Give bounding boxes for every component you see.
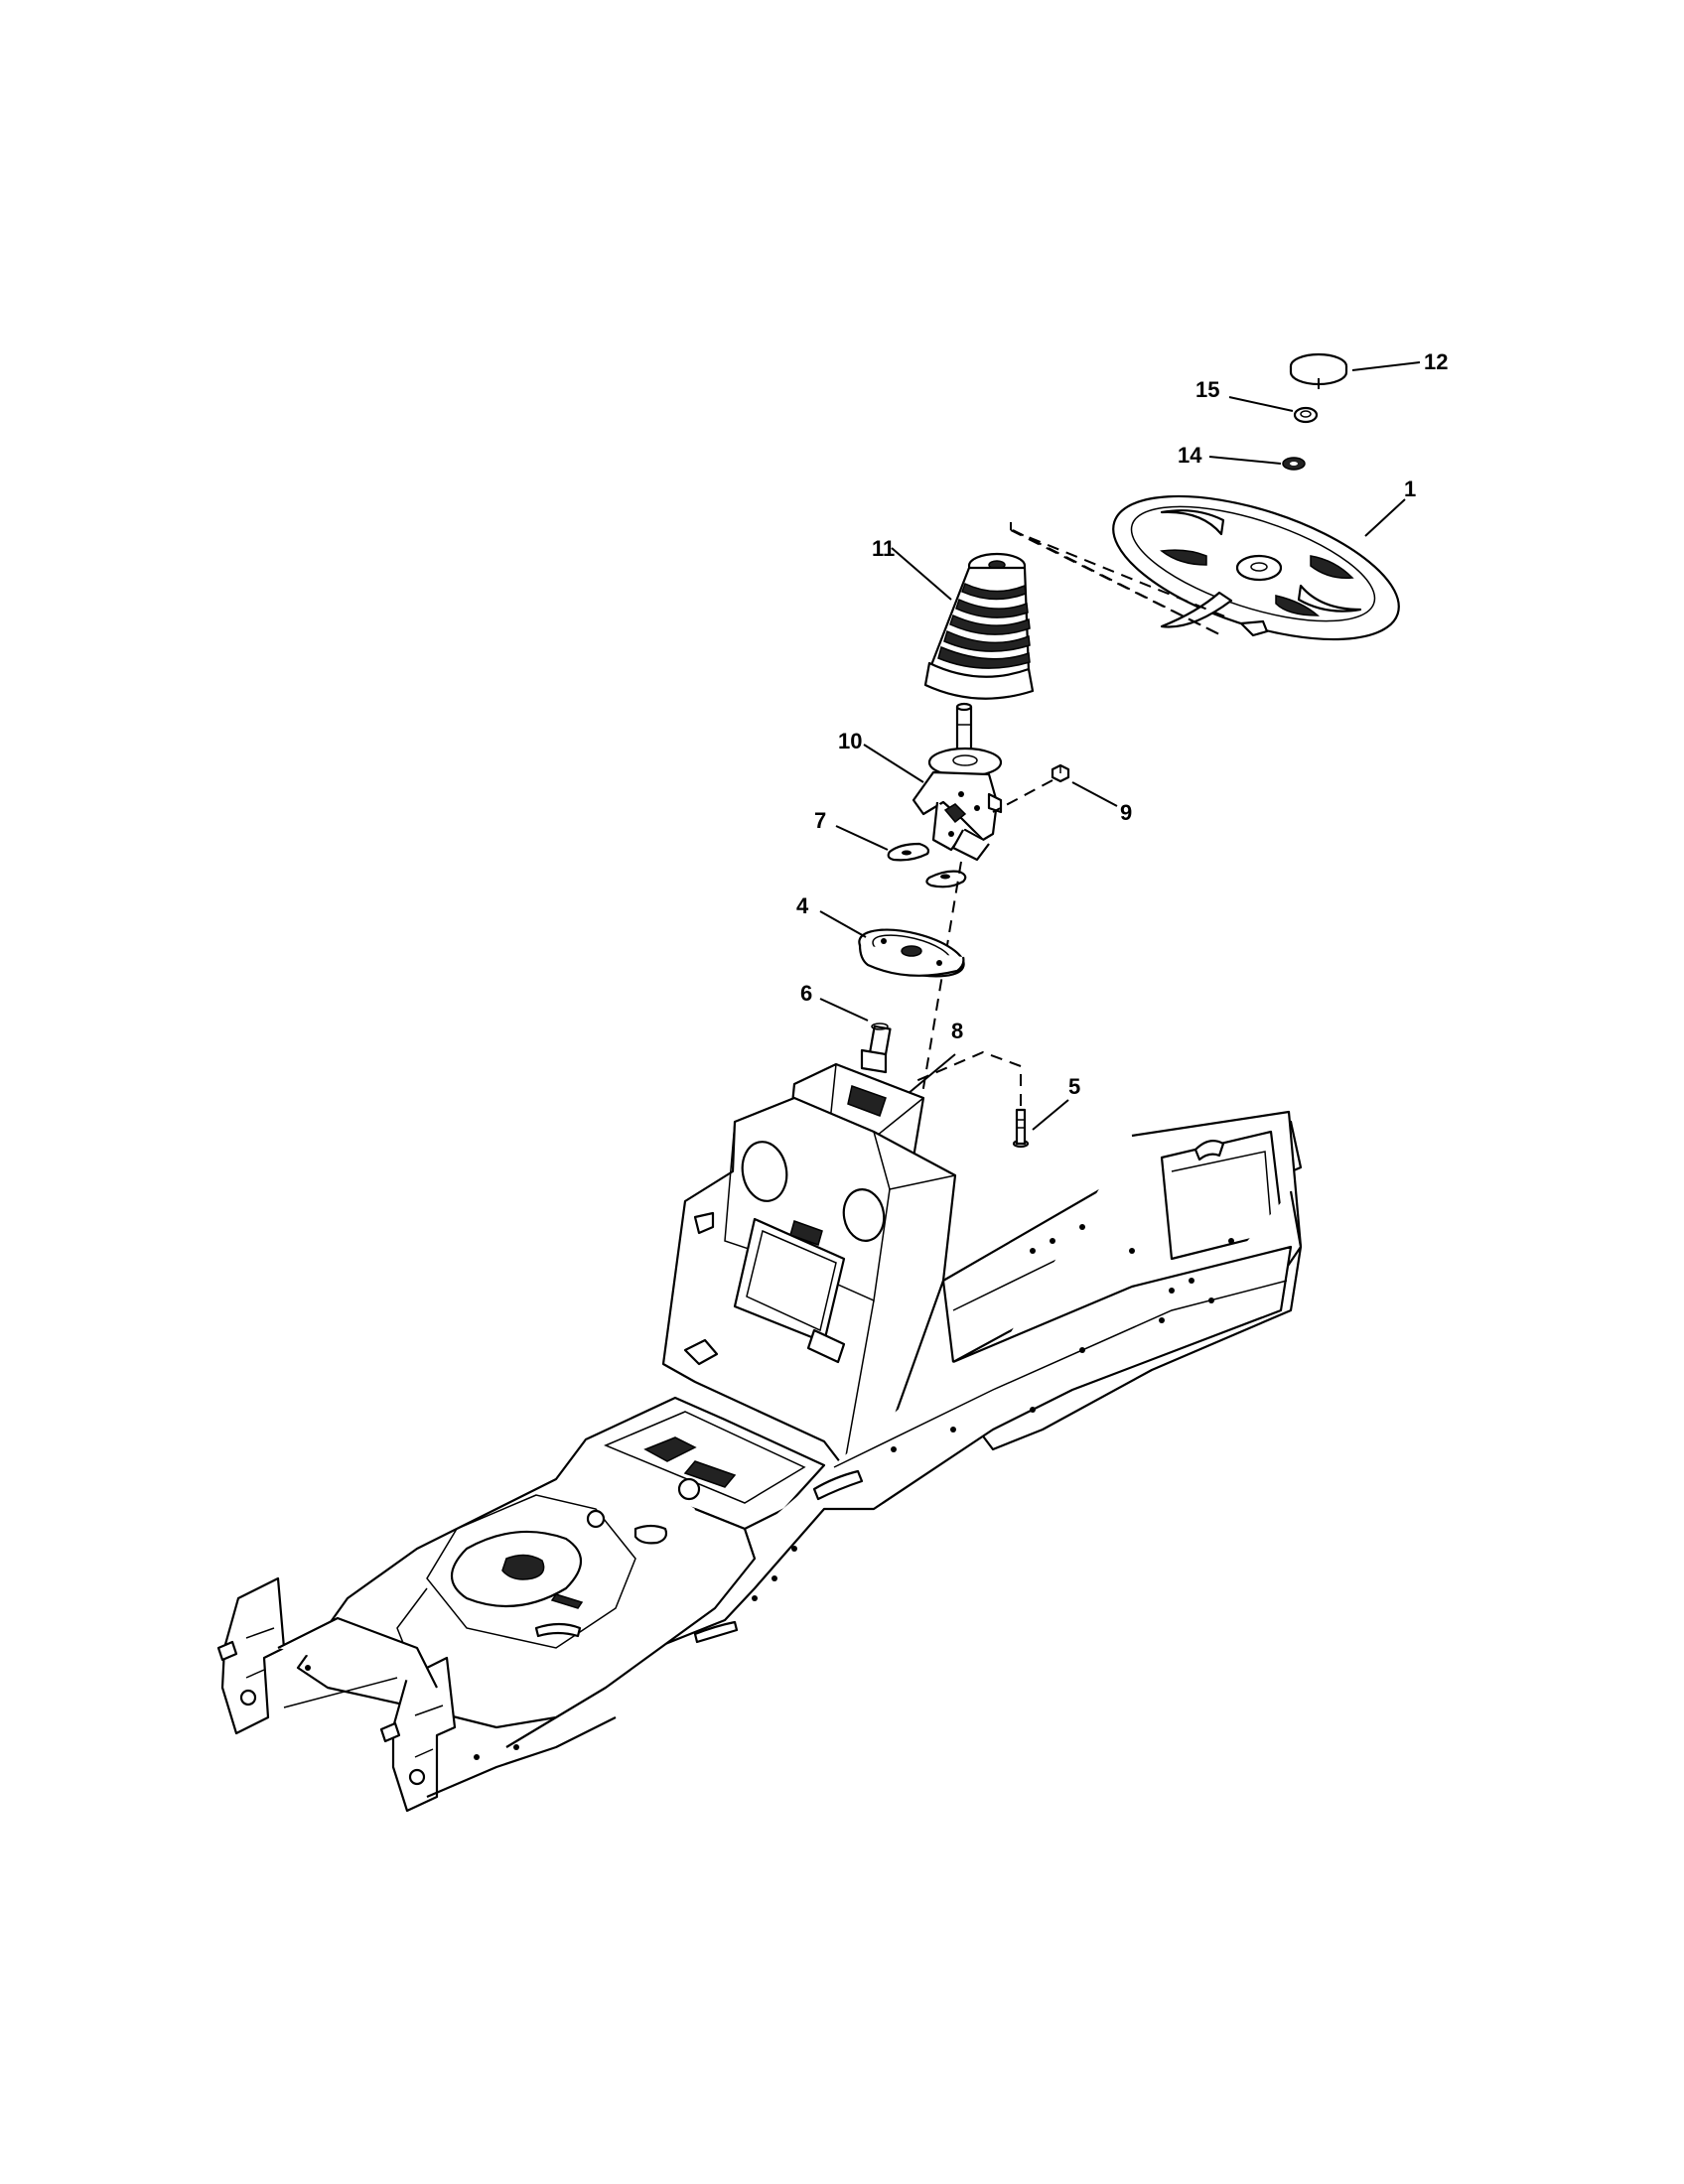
callout-15: 15: [1195, 377, 1219, 402]
part-10-steering-gear: [912, 747, 1003, 862]
leader-7: [835, 825, 889, 851]
callout-8: 8: [951, 1019, 963, 1043]
part-9-nut: [1051, 763, 1070, 783]
part-1-steering-wheel: [1112, 494, 1400, 641]
part-12-cap: [1289, 352, 1348, 389]
assembly-line-5: [912, 1050, 1022, 1106]
leader-1: [1364, 498, 1406, 537]
part-4-flange: [858, 928, 965, 978]
part-5-bolt: [1012, 1108, 1030, 1149]
callout-10: 10: [838, 729, 862, 753]
leader-10: [863, 744, 924, 783]
steering-shaft: [955, 702, 973, 752]
leader-9: [1071, 781, 1118, 807]
leader-6: [819, 998, 869, 1022]
assembly-line-wheel: [1010, 522, 1228, 636]
part-11-bellows-boot: [923, 552, 1035, 700]
callout-4: 4: [796, 893, 809, 918]
leader-11: [891, 547, 952, 601]
leader-5: [1032, 1099, 1069, 1131]
callout-5: 5: [1068, 1074, 1080, 1099]
assembly-line-column: [918, 861, 962, 1113]
callout-12: 12: [1424, 349, 1448, 374]
column-plate: [925, 870, 967, 888]
leader-12: [1351, 361, 1421, 371]
leader-15: [1228, 396, 1294, 412]
leader-14: [1208, 456, 1282, 465]
part-6-bolt: [860, 1023, 892, 1074]
tractor-frame: [216, 1062, 1303, 1813]
part-15-nut: [1293, 406, 1319, 424]
callout-7: 7: [814, 808, 826, 833]
part-14-washer: [1282, 457, 1306, 471]
callout-14: 14: [1178, 443, 1202, 468]
callout-1: 1: [1404, 477, 1416, 501]
part-7-plate: [887, 842, 930, 862]
assembly-line-9: [992, 779, 1053, 813]
callout-9: 9: [1120, 800, 1132, 825]
callout-11: 11: [872, 536, 895, 561]
callout-6: 6: [800, 981, 812, 1006]
leader-4: [819, 910, 867, 938]
